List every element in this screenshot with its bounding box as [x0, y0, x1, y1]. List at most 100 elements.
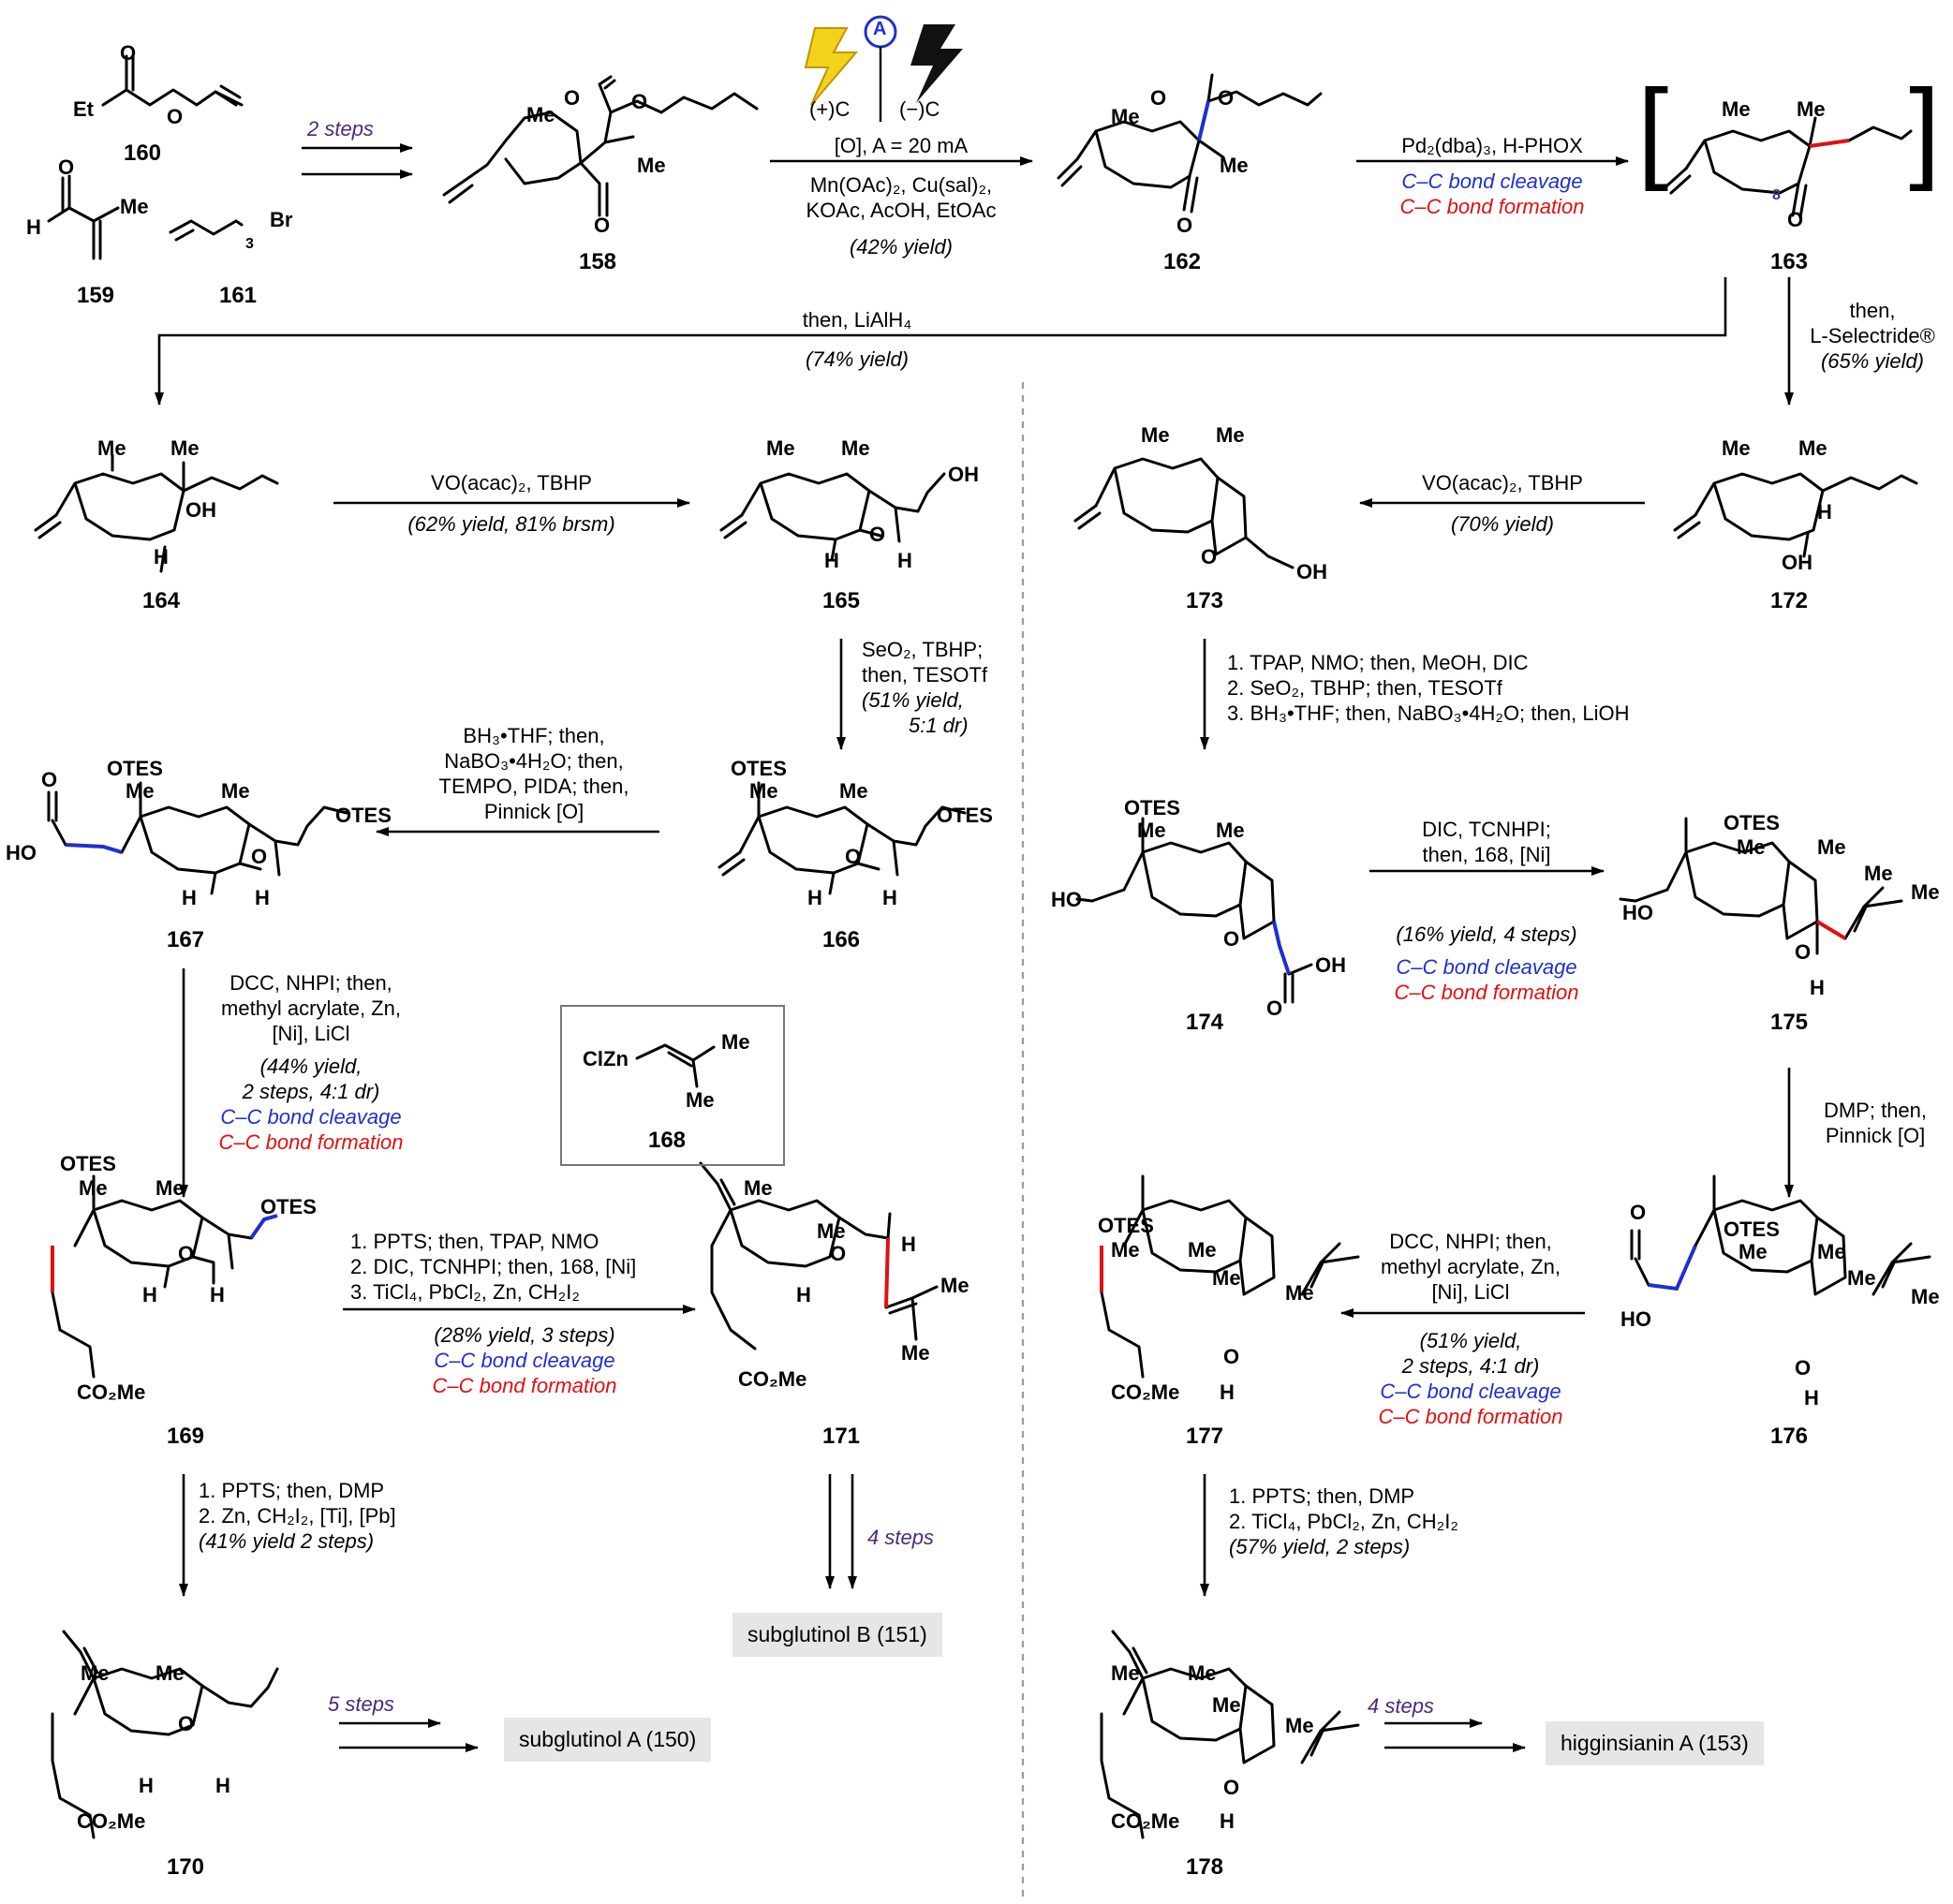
arrow-lialh4 — [155, 277, 1727, 406]
lightning-yellow-icon — [804, 27, 859, 106]
atom-H-170b: H — [215, 1774, 230, 1797]
atom-Me-175a: Me — [1737, 835, 1766, 859]
atom-O-174a: O — [1223, 927, 1240, 951]
atom-Me-170a: Me — [81, 1661, 110, 1685]
compound-label-176: 176 — [1769, 1424, 1809, 1449]
structure-160 — [101, 54, 244, 107]
compound-label-168: 168 — [647, 1128, 687, 1153]
atom-Me-177a: Me — [1111, 1238, 1140, 1262]
bond-formation-175 — [1815, 920, 1847, 940]
atom-Me-170b: Me — [155, 1661, 185, 1685]
atom-H-178: H — [1220, 1809, 1235, 1833]
atom-HO-167: HO — [6, 841, 37, 864]
atom-H-177: H — [1220, 1380, 1235, 1404]
compound-label-173: 173 — [1185, 588, 1224, 613]
atom-Me-178b: Me — [1188, 1661, 1217, 1685]
atom-H-165a: H — [824, 549, 839, 572]
bond-formation-163 — [1809, 139, 1850, 148]
cond-pp169b: 1. PPTS; then, DMP 2. Zn, CH₂I₂, [Ti], [… — [199, 1479, 396, 1553]
atom-H-166b: H — [882, 886, 897, 909]
cond-electrochem: [O], A = 20 mA — [834, 134, 969, 157]
atom-HO-175: HO — [1622, 901, 1653, 924]
atom-CO2Me-178: CO₂Me — [1111, 1809, 1180, 1833]
cond-2steps: 2 steps — [307, 117, 374, 140]
atom-minusC: (−)C — [899, 97, 940, 121]
cond-5steps: 5 steps — [328, 1692, 394, 1716]
structure-158 — [442, 75, 759, 217]
compound-label-159: 159 — [76, 283, 115, 308]
compound-label-164: 164 — [141, 588, 181, 613]
product-subglutinol-a: subglutinol A (150) — [504, 1718, 712, 1762]
structure-176 — [1630, 1174, 1931, 1296]
structure-173 — [1073, 457, 1295, 569]
atom-Me-175b: Me — [1817, 835, 1846, 859]
atom-O-158b: O — [631, 90, 648, 113]
atom-Me-169b: Me — [155, 1176, 185, 1200]
atom-8: 8 — [1772, 187, 1781, 203]
atom-Me-178a: Me — [1111, 1661, 1140, 1685]
atom-O-162c: O — [1176, 214, 1193, 237]
atom-Me-167a: Me — [126, 779, 155, 803]
atom-H-176: H — [1804, 1386, 1819, 1410]
bond-cleavage-162 — [1197, 100, 1210, 141]
atom-Me-176c: Me — [1847, 1266, 1876, 1290]
cond-pp169: 1. PPTS; then, TPAP, NMO 2. DIC, TCNHPI;… — [350, 1230, 637, 1304]
cond-bh3: BH₃•THF; then, NaBO₃•4H₂O; then, TEMPO, … — [438, 724, 629, 823]
structure-165 — [719, 472, 946, 562]
atom-OH-164: OH — [185, 498, 216, 522]
atom-Me-176d: Me — [1911, 1285, 1940, 1308]
structure-172 — [1673, 472, 1918, 558]
atom-Me-174b: Me — [1216, 819, 1245, 842]
atom-Me-166a: Me — [749, 779, 778, 803]
atom-O-174b: O — [1266, 996, 1283, 1020]
atom-O-165: O — [869, 523, 886, 546]
atom-O-159: O — [58, 155, 75, 179]
product-higginsianin-a: higginsianin A (153) — [1546, 1721, 1764, 1765]
cond-vo1: VO(acac)₂, TBHP — [431, 471, 592, 494]
atom-Me-178c: Me — [1212, 1693, 1241, 1717]
atom-O-158c: O — [594, 214, 611, 237]
atom-Me-172b: Me — [1798, 436, 1827, 460]
structure-167 — [47, 781, 348, 895]
atom-Me-172a: Me — [1722, 436, 1751, 460]
compound-label-177: 177 — [1185, 1424, 1224, 1449]
atom-H-172: H — [1817, 500, 1832, 524]
atom-Me-175c: Me — [1864, 862, 1893, 885]
cond-lialh4: then, LiAlH₄ — [802, 308, 912, 332]
atom-A: A — [873, 19, 887, 39]
cond-dic: DIC, TCNHPI; then, 168, [Ni] — [1422, 818, 1551, 866]
atom-Me-177b: Me — [1188, 1238, 1217, 1262]
atom-O-178: O — [1223, 1776, 1240, 1799]
compound-label-163: 163 — [1769, 249, 1809, 274]
structure-169 — [51, 1174, 253, 1379]
atom-Me-168a: Me — [721, 1030, 750, 1054]
atom-Me-168b: Me — [686, 1088, 715, 1112]
cond-dic-notes: (16% yield, 4 steps) C–C bond cleavage C… — [1394, 922, 1579, 1004]
atom-OTES-169a: OTES — [60, 1152, 116, 1175]
cond-seo2: SeO₂, TBHP; then, TESOTf (51% yield, 5:1… — [862, 638, 988, 737]
atom-Me-163a: Me — [1722, 97, 1751, 121]
atom-CO2Me-177: CO₂Me — [1111, 1380, 1180, 1404]
cond-pd-notes: C–C bond cleavage C–C bond formation — [1399, 170, 1585, 218]
atom-OH-172: OH — [1782, 551, 1812, 574]
bracket-right: ] — [1909, 66, 1941, 192]
atom-H-165b: H — [897, 549, 912, 572]
structure-178 — [1100, 1630, 1360, 1839]
bond-formation-171 — [884, 1237, 890, 1308]
atom-OTES-177: OTES — [1098, 1214, 1154, 1237]
atom-Me-166b: Me — [839, 779, 868, 803]
atom-Me-162a: Me — [1111, 105, 1140, 128]
cond-tpap: 1. TPAP, NMO; then, MeOH, DIC 2. SeO₂, T… — [1227, 651, 1630, 725]
cond-dcc1: DCC, NHPI; then, methyl acrylate, Zn, [N… — [218, 971, 404, 1154]
atom-H-169b: H — [210, 1283, 225, 1306]
cond-vo2: VO(acac)₂, TBHP — [1422, 471, 1583, 494]
cond-dmp: DMP; then, Pinnick [O] — [1823, 1099, 1928, 1147]
atom-Me-174a: Me — [1137, 819, 1166, 842]
cond-dcc2: DCC, NHPI; then, methyl acrylate, Zn, [N… — [1381, 1230, 1561, 1304]
atom-OTES-175: OTES — [1724, 811, 1780, 834]
atom-O-169: O — [178, 1242, 195, 1265]
atom-Me-171b: Me — [817, 1219, 846, 1243]
atom-Me-171d: Me — [901, 1341, 930, 1365]
structure-174 — [1075, 817, 1313, 1004]
atom-Me-164a: Me — [97, 436, 126, 460]
